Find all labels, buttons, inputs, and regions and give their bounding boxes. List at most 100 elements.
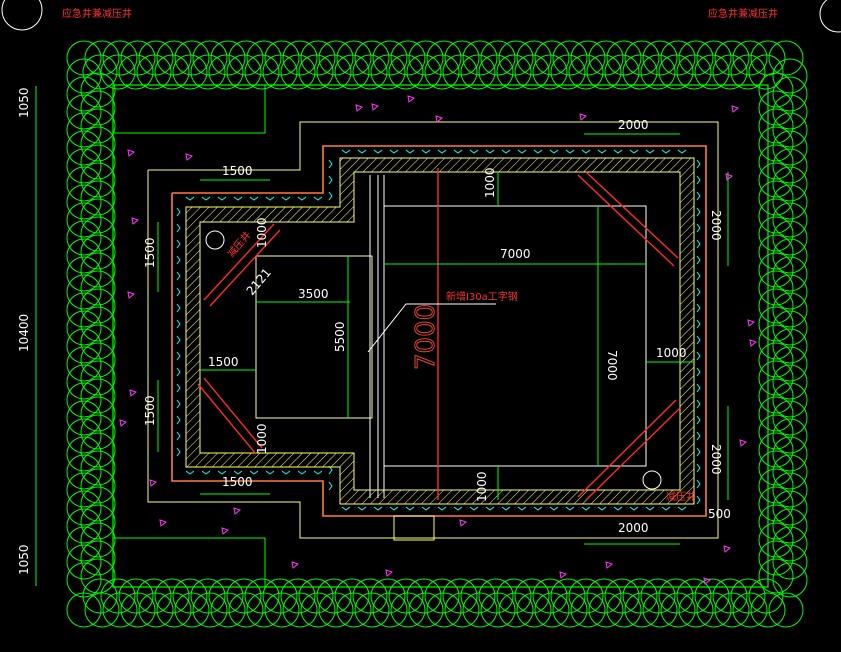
pile-circle bbox=[444, 592, 480, 628]
cyan-tick bbox=[613, 506, 623, 511]
pile-circle bbox=[478, 54, 514, 90]
pile-circle bbox=[568, 578, 604, 614]
pile-circle bbox=[280, 54, 316, 90]
dim-bottom-1500: 1500 bbox=[222, 475, 253, 489]
dim-left-1500-upper: 1500 bbox=[143, 237, 157, 268]
cyan-tick bbox=[696, 447, 701, 457]
pile-circle bbox=[174, 40, 210, 76]
pile-circle bbox=[138, 40, 174, 76]
cyan-tick bbox=[581, 149, 591, 154]
soil-triangle bbox=[605, 561, 614, 569]
cyan-tick bbox=[629, 506, 639, 511]
pile-circle bbox=[80, 180, 116, 216]
pile-circle bbox=[624, 592, 660, 628]
pile-circle bbox=[772, 238, 808, 274]
pile-circle bbox=[66, 166, 102, 202]
pile-circle bbox=[694, 578, 730, 614]
pile-circle bbox=[586, 54, 622, 90]
pile-circle bbox=[658, 54, 694, 90]
pile-circle bbox=[80, 468, 116, 504]
pile-circle bbox=[694, 54, 730, 90]
cyan-tick bbox=[597, 149, 607, 154]
soil-triangle bbox=[749, 339, 758, 347]
pile-circle bbox=[758, 72, 794, 108]
pile-circle bbox=[102, 592, 138, 628]
pile-circle bbox=[80, 486, 116, 522]
cyan-tick bbox=[469, 506, 479, 511]
soil-triangle bbox=[747, 319, 756, 327]
pile-circle bbox=[714, 40, 750, 76]
pile-circle bbox=[534, 592, 570, 628]
cyan-tick bbox=[201, 470, 211, 475]
corner-circle-top-left bbox=[1, 0, 43, 31]
cyan-tick bbox=[176, 207, 181, 217]
pile-circle bbox=[758, 198, 794, 234]
pile-circle bbox=[498, 592, 534, 628]
dim-7000-horizontal: 7000 bbox=[500, 247, 531, 261]
pile-circle bbox=[66, 94, 102, 130]
pile-circle bbox=[80, 432, 116, 468]
pile-circle bbox=[192, 40, 228, 76]
soil-triangle bbox=[119, 419, 128, 427]
cyan-tick bbox=[328, 175, 333, 185]
pile-circle bbox=[118, 578, 154, 614]
pile-circle bbox=[354, 592, 390, 628]
pile-circle bbox=[606, 40, 642, 76]
cyan-tick bbox=[696, 175, 701, 185]
pile-circle bbox=[758, 90, 794, 126]
dim-1000-b: 1000 bbox=[255, 423, 269, 454]
inner-pit-3500 bbox=[255, 255, 373, 419]
pile-circle bbox=[66, 274, 102, 310]
pile-circle bbox=[80, 522, 116, 558]
dim-5500: 5500 bbox=[333, 321, 347, 352]
outer-green-boundary bbox=[112, 84, 769, 588]
cyan-tick bbox=[613, 149, 623, 154]
dim-1000-c: 1000 bbox=[483, 167, 497, 198]
pile-circle bbox=[120, 592, 156, 628]
cyan-tick bbox=[373, 149, 383, 154]
soil-triangle bbox=[703, 577, 712, 585]
dim-mid-1500: 1500 bbox=[208, 355, 239, 369]
cyan-tick bbox=[176, 239, 181, 249]
pile-circle bbox=[334, 54, 370, 90]
pile-circle bbox=[80, 342, 116, 378]
pile-circle bbox=[80, 216, 116, 252]
title-left: 应急井兼减压井 bbox=[62, 7, 132, 20]
pile-circle bbox=[714, 592, 750, 628]
pile-circle bbox=[758, 108, 794, 144]
pile-circle bbox=[758, 180, 794, 216]
cyan-tick bbox=[696, 319, 701, 329]
cyan-tick bbox=[176, 303, 181, 313]
sump bbox=[393, 515, 435, 541]
pile-circle bbox=[66, 508, 102, 544]
pile-circle bbox=[772, 148, 808, 184]
pile-circle bbox=[100, 578, 136, 614]
soil-triangle bbox=[371, 103, 380, 111]
pile-circle bbox=[758, 468, 794, 504]
cyan-tick bbox=[176, 319, 181, 329]
pile-circle bbox=[388, 54, 424, 90]
pile-circle bbox=[570, 40, 606, 76]
soil-triangle bbox=[127, 291, 136, 299]
pile-circle bbox=[372, 592, 408, 628]
pile-circle bbox=[370, 54, 406, 90]
pile-circle bbox=[768, 592, 804, 628]
pile-circle bbox=[758, 486, 794, 522]
pile-circle bbox=[80, 378, 116, 414]
pile-circle bbox=[516, 592, 552, 628]
pile-circle bbox=[758, 288, 794, 324]
pile-circle bbox=[496, 578, 532, 614]
pile-circle bbox=[370, 578, 406, 614]
cyan-tick bbox=[281, 196, 291, 201]
cyan-tick bbox=[313, 470, 323, 475]
cyan-tick bbox=[485, 149, 495, 154]
soil-triangle bbox=[559, 571, 568, 579]
pile-circle bbox=[316, 578, 352, 614]
pile-circle bbox=[772, 364, 808, 400]
pile-circle bbox=[372, 40, 408, 76]
green-notch bbox=[113, 85, 266, 134]
pile-circle bbox=[640, 578, 676, 614]
pile-circle bbox=[772, 292, 808, 328]
soil-triangle bbox=[291, 561, 300, 569]
soil-triangle bbox=[129, 389, 138, 397]
